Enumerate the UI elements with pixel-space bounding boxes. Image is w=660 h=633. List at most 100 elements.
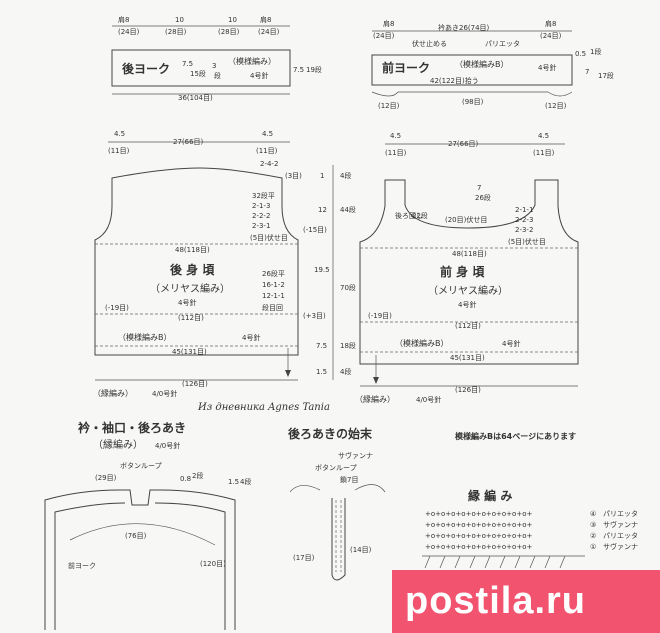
fb-pickup-rows: 22段: [412, 211, 428, 220]
bb-border-pattern: （模様編みB）: [118, 332, 172, 342]
bb-inc-2: 12-1-1: [262, 292, 285, 300]
bb-dec-top: 2-4-2: [260, 160, 278, 168]
bb-width112: (112目): [178, 314, 204, 322]
cd-e-rows: 4段: [340, 367, 351, 376]
by-dim-mid-l-st: (28目): [165, 28, 187, 36]
by-dim-mid-l: 10: [175, 16, 184, 24]
bb-top-left-st: (11目): [108, 147, 130, 155]
bb-top-right-st: (11目): [256, 147, 278, 155]
edging-row-pattern-1: +o+o+o+o+o+o+o+o+o+o+: [425, 543, 532, 551]
front-yoke-needle: 4号針: [538, 63, 556, 72]
back-opening-diagram: 後ろあきの始末 サヴァンナ ボタンループ 鎖7目 (17目) (14目): [288, 426, 386, 581]
collar-d1: 0.8: [180, 475, 191, 483]
bo-savanna: サヴァンナ: [338, 451, 373, 460]
collar-d1-rows: 2段: [192, 471, 203, 480]
front-yoke: 肩8 (24目) 衿あき26(74目) 肩8 (24目) 伏せ止める パリエッタ…: [371, 19, 614, 110]
front-yoke-title: 前ヨーク: [382, 60, 430, 75]
front-yoke-pattern: （模様編みB）: [455, 59, 509, 69]
back-body-title: 後 身 頃: [170, 262, 215, 277]
cd-c-rows: 70段: [340, 283, 356, 292]
collar-d2-rows: 4段: [240, 477, 251, 486]
fy-bottom: 42(122目)拾う: [430, 76, 479, 85]
front-body-subtitle: （メリヤス編み）: [428, 284, 508, 297]
back-body-outline: [94, 167, 299, 356]
back-body-needle: 4号針: [178, 298, 196, 307]
fb-edge: （縁編み）: [355, 394, 395, 404]
edging-row-pattern-4: +o+o+o+o+o+o+o+o+o+o+: [425, 510, 532, 518]
back-body: 4.5 (11目) 27(66目) 4.5 (11目) 2-4-2 (3目) 3…: [93, 130, 327, 398]
bb-dec-top-sub: (3目): [285, 172, 302, 180]
bb-inc-0: 26段平: [262, 269, 285, 278]
back-yoke-outline: [111, 49, 291, 87]
front-body-outline: [359, 179, 579, 365]
fb-width131: 45(131目): [450, 354, 485, 362]
cd-e: 1.5: [316, 368, 327, 376]
bb-top-left: 4.5: [114, 130, 125, 138]
fy-side-b-rows: 17段: [598, 71, 614, 80]
collar-yoke: 前ヨーク: [68, 561, 96, 570]
bb-dec-3: 2-3-1: [252, 222, 270, 230]
fy-dim-shoulder-r: 肩8: [545, 19, 556, 28]
fy-dim-shoulder-l-st: (24目): [373, 32, 395, 40]
note-text: 模様編みBは64ページにあります: [455, 431, 576, 441]
edging-row-name-1: サヴァンナ: [603, 542, 638, 551]
edging-row-name-2: パリエッタ: [603, 531, 638, 540]
edging-row-num-3: ③: [590, 521, 596, 529]
fy-side-a-rows: 1段: [590, 47, 601, 56]
cd-d: 7.5: [316, 342, 327, 350]
fy-picot: パリエッタ: [485, 39, 520, 48]
fy-dim-shoulder-r-st: (24目): [540, 32, 562, 40]
edging-title: 縁 編 み: [468, 488, 512, 503]
cd-a-rows: 4段: [340, 171, 351, 180]
postila-banner[interactable]: [392, 570, 660, 633]
collar-diagram: 衿・袖口・後ろあき （縁編み） 4/0号針 ボタンループ (29目) 0.8 2…: [44, 420, 251, 630]
fb-top-left-st: (11目): [385, 149, 407, 157]
by-dim-shoulder-r: 肩8: [260, 15, 271, 24]
bb-dec-0: 32段平: [252, 191, 275, 200]
edging-row-num-1: ①: [590, 543, 596, 551]
fb-border-pattern: （模様編みB）: [395, 338, 449, 348]
by-dim-mid-r-st: (28目): [218, 28, 240, 36]
collar-d2: 1.5: [228, 478, 239, 486]
collar-button-loop: ボタンループ: [120, 461, 162, 470]
collar-subtitle: （縁編み）: [93, 438, 143, 451]
collar-title: 衿・袖口・後ろあき: [78, 420, 186, 435]
bo-count14: (14目): [350, 546, 372, 554]
fb-edge-needle: 4/0号針: [416, 395, 441, 404]
bo-button-loop: ボタンループ: [315, 463, 357, 472]
by-center-rows: 段: [214, 71, 221, 80]
cd-b-rows: 44段: [340, 205, 356, 214]
bb-dec-2: 2-2-2: [252, 212, 270, 220]
cd-c: 19.5: [314, 266, 330, 274]
fb-dec-1: 2-2-3: [515, 216, 533, 224]
bb-width: 48(118目): [175, 246, 210, 254]
fb-dec-3: (5目)伏せ目: [508, 237, 546, 246]
fy-side-b: 7: [585, 68, 589, 76]
bb-plus3: (+3目): [303, 312, 326, 320]
by-side-alt: 15段: [190, 69, 206, 78]
by-dim-shoulder-l-st: (24目): [118, 28, 140, 36]
fb-minus19: (-19目): [368, 312, 392, 320]
collar-count76: (76目): [125, 532, 147, 540]
front-yoke-outline: [371, 54, 573, 86]
fy-dim-shoulder-l: 肩8: [383, 19, 394, 28]
edging-row-num-4: ④: [590, 510, 596, 518]
edging-row-pattern-2: +o+o+o+o+o+o+o+o+o+o+: [425, 532, 532, 540]
bb-width131: 45(131目): [172, 348, 207, 356]
edging-row-name-4: パリエッタ: [603, 509, 638, 518]
bb-inc-1: 16-1-2: [262, 281, 285, 289]
back-yoke-pattern: （模様編み）: [228, 56, 276, 66]
collar-needle: 4/0号針: [155, 441, 180, 450]
fy-bind-off: 伏せ止める: [412, 39, 447, 48]
front-body-title: 前 身 頃: [440, 264, 485, 279]
fy-bottom-m: (98目): [462, 98, 484, 106]
by-height-rows: 19段: [306, 65, 322, 74]
back-body-subtitle: （メリヤス編み）: [150, 282, 230, 295]
back-yoke-title: 後ヨーク: [122, 61, 170, 76]
by-dim-shoulder-r-st: (24目): [258, 28, 280, 36]
by-side: 7.5: [182, 60, 193, 68]
fy-dim-neck: 衿あき26(74目): [438, 23, 490, 32]
bb-border-needle: 4号針: [242, 333, 260, 342]
bb-inc-3: 段目回: [262, 303, 283, 312]
